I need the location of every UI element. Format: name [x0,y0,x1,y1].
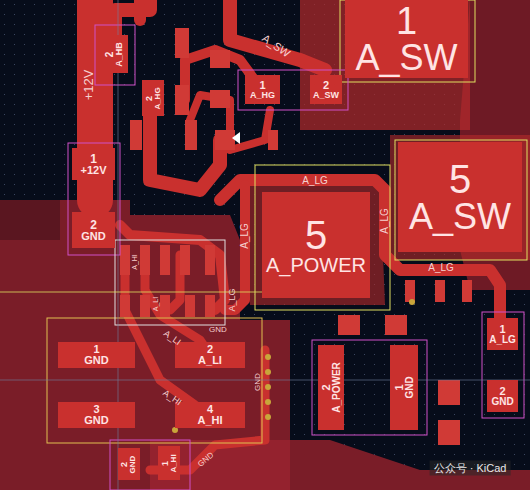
net-name: A_LI [198,355,222,366]
via [172,299,415,433]
net-name: A_HB [114,42,123,67]
net-name: GND [491,397,513,407]
pad-text-group: 1A_LG [489,324,516,345]
net-label: GND [254,373,262,391]
pad-number: 5 [305,215,327,255]
pad-number: 2 [499,386,505,397]
net-name: A_HG [250,91,275,100]
copper-pad: 1GND [58,342,135,368]
net-label: A_LI [152,297,159,311]
net-label: A_LG [302,176,328,186]
copper-pad: 2A_LI [175,342,245,368]
pad-number: 2 [207,344,213,355]
net-name: A_SW [355,40,457,76]
copper-pad: 3GND [58,402,135,428]
net-label: A_LG [428,263,454,273]
copper-pad: 4A_HI [175,402,245,428]
pad-number: 2 [121,462,130,467]
copper-pad: 2GND [72,212,115,248]
pad-number: 1 [393,384,404,390]
copper-pad: 2A_POWER [318,345,344,430]
copper-pad: 5A_SW [398,142,522,252]
net-label: +12V [82,70,95,101]
pad-number: 1 [499,324,505,335]
copper-pad: 2A_SW [310,75,342,104]
net-name: A_POWER [332,362,342,413]
net-name: GND [84,415,108,426]
pad-number: 2 [90,219,97,231]
net-name: GND [404,376,414,398]
pad-text-group: 1GND [393,376,414,398]
net-label: A_LG [380,208,390,234]
net-label: A_HI [131,254,138,270]
net-name: A_POWER [266,255,366,275]
copper-pad: 1A_HG [245,75,280,104]
copper-pad: 1+12V [72,148,115,180]
pad-text-group: 2A_HG [145,87,162,109]
pad-text-group: 1GND [84,344,108,366]
pad-number: 4 [207,404,213,415]
pad-text-group: 2A_POWER [321,362,342,413]
pad-text-group: 2GND [491,386,513,407]
net-name: GND [130,455,138,473]
net-name: GND [84,355,108,366]
copper-pad: 1GND [390,345,418,430]
pad-number: 1 [396,2,417,40]
pad-text-group: 1A_SW [355,2,457,76]
net-name: +12V [81,165,107,176]
pad-number: 1 [259,80,265,91]
copper-pad: 1A_HI [158,446,180,480]
pad-number: 2 [323,80,329,91]
copper-pad: 5A_POWER [262,192,370,298]
pad-text-group: 1A_HG [250,80,275,100]
pad-number: 2 [104,51,114,57]
copper-pour [390,135,530,260]
copper-pad: 2A_HB [100,35,128,73]
copper-pad: 2A_HG [142,80,164,116]
net-name: A_SW [313,91,339,100]
net-label: A_LG [240,223,250,249]
net-name: A_LG [489,335,516,345]
copper-pad: 1A_SW [345,0,468,78]
pad-text-group: 2A_LI [198,344,222,366]
pad-number: 1 [93,344,99,355]
copper-pour [240,180,385,305]
copper-zone [0,200,60,240]
pad-number: 1 [90,153,97,165]
net-name: GND [81,231,105,242]
net-name: A_HI [169,454,177,472]
pad-text-group: 2GND [81,219,105,242]
pad-text-group: 4A_HI [197,404,222,426]
pad-number: 1 [160,460,169,465]
pad-text-group: 5A_SW [409,159,511,235]
pad-number: 2 [321,384,332,390]
net-name: A_HG [154,87,162,109]
pad-number: 2 [145,95,154,100]
net-name: A_SW [409,199,511,235]
pad-number: 3 [93,404,99,415]
net-label: GND [209,326,227,334]
watermark: 公众号 · KiCad [430,461,511,476]
pad-text-group: 5A_POWER [266,215,366,275]
pad-text-group: 3GND [84,404,108,426]
pad-text-group: 2A_SW [313,80,339,100]
copper-pad: 2GND [118,448,140,480]
copper-pad: 1A_LG [487,318,518,350]
pad-text-group: 2A_HB [104,42,123,67]
copper-pad: 2GND [487,380,518,412]
net-label: A_LG [228,288,237,311]
pad-text-group: 1A_HI [160,454,177,472]
net-name: A_HI [197,415,222,426]
pad-number: 5 [449,159,471,199]
pad-text-group: 2GND [121,455,138,473]
pad-text-group: 1+12V [81,153,107,176]
